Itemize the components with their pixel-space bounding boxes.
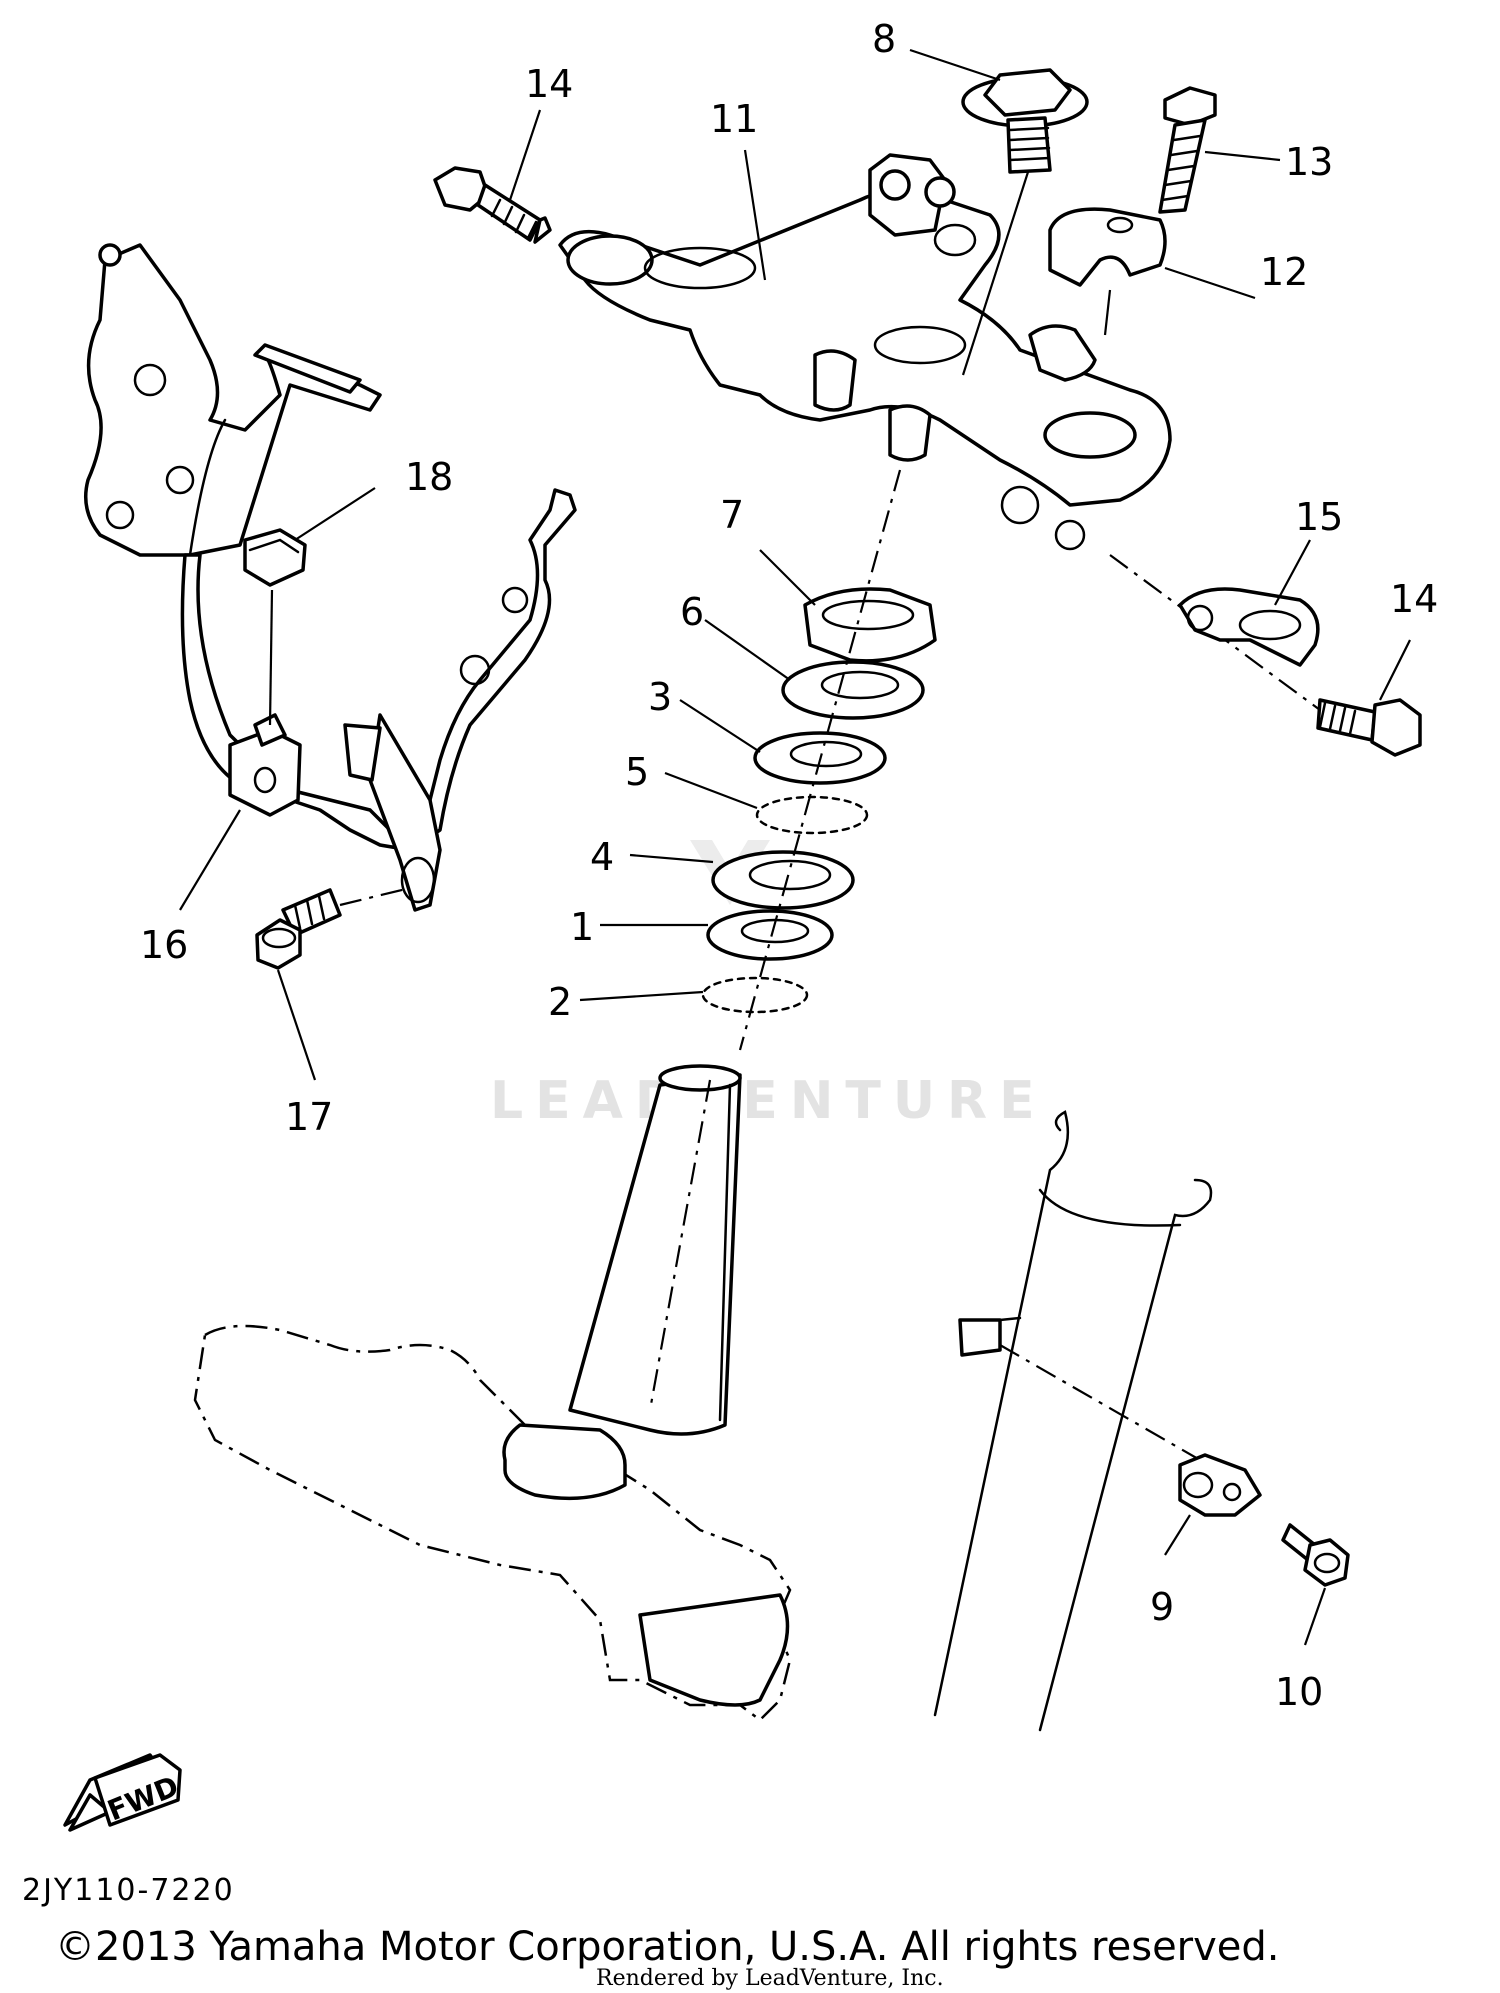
meter-stay-tube bbox=[180, 488, 577, 912]
callout-12: 12 bbox=[1260, 250, 1308, 294]
leader-lines bbox=[179, 48, 1411, 1646]
callout-14-right: 14 bbox=[1390, 577, 1438, 621]
callout-7: 7 bbox=[720, 493, 744, 537]
rendered-by-text: Rendered by LeadVenture, Inc. bbox=[596, 1966, 944, 1991]
upper-bracket bbox=[558, 153, 1172, 551]
callout-2: 2 bbox=[548, 980, 572, 1024]
race-4 bbox=[711, 850, 855, 910]
callout-8: 8 bbox=[872, 17, 896, 61]
ball-ring-5 bbox=[755, 795, 869, 835]
callout-3: 3 bbox=[648, 675, 672, 719]
callout-13: 13 bbox=[1285, 140, 1333, 184]
callout-16: 16 bbox=[140, 923, 188, 967]
bolt-17 bbox=[255, 886, 411, 970]
callout-18: 18 bbox=[405, 455, 453, 499]
callout-11: 11 bbox=[710, 97, 758, 141]
stay-clamp-16 bbox=[228, 713, 302, 817]
callout-5: 5 bbox=[625, 750, 649, 794]
callout-10: 10 bbox=[1275, 1670, 1323, 1714]
handlebar-holder-12 bbox=[1048, 207, 1167, 336]
ball-ring-2 bbox=[701, 976, 809, 1014]
copyright-notice: ©2013 Yamaha Motor Corporation, U.S.A. A… bbox=[55, 1924, 1280, 1970]
clamp-9 bbox=[1178, 1453, 1262, 1517]
bolt-10 bbox=[1281, 1523, 1350, 1587]
bolt-14-right bbox=[1109, 554, 1422, 757]
bolt-14-top bbox=[433, 166, 552, 244]
callouts: 1 2 3 4 5 6 7 8 9 10 11 12 13 14 14 15 1… bbox=[140, 17, 1438, 1714]
ring-nut-7 bbox=[803, 587, 937, 663]
callout-9: 9 bbox=[1150, 1585, 1174, 1629]
washer-6 bbox=[781, 660, 925, 720]
steering-stem bbox=[193, 1064, 792, 1722]
callout-14-top: 14 bbox=[525, 62, 573, 106]
race-1 bbox=[706, 909, 834, 961]
callout-15: 15 bbox=[1295, 495, 1343, 539]
drawing-code: 2JY110-7220 bbox=[22, 1873, 235, 1908]
meter-bracket bbox=[84, 243, 382, 557]
clamp-15 bbox=[1178, 587, 1320, 667]
callout-1: 1 bbox=[570, 905, 594, 949]
callout-6: 6 bbox=[680, 590, 704, 634]
bolt-8 bbox=[961, 68, 1089, 376]
callout-4: 4 bbox=[590, 835, 614, 879]
bolt-13 bbox=[1158, 86, 1217, 214]
watermark-text: LEADVENTURE bbox=[490, 1071, 1047, 1131]
fork-leg bbox=[933, 1110, 1213, 1732]
callout-17: 17 bbox=[285, 1095, 333, 1139]
fwd-arrow-icon: FWD bbox=[63, 1753, 183, 1832]
grommet-18 bbox=[243, 528, 307, 726]
